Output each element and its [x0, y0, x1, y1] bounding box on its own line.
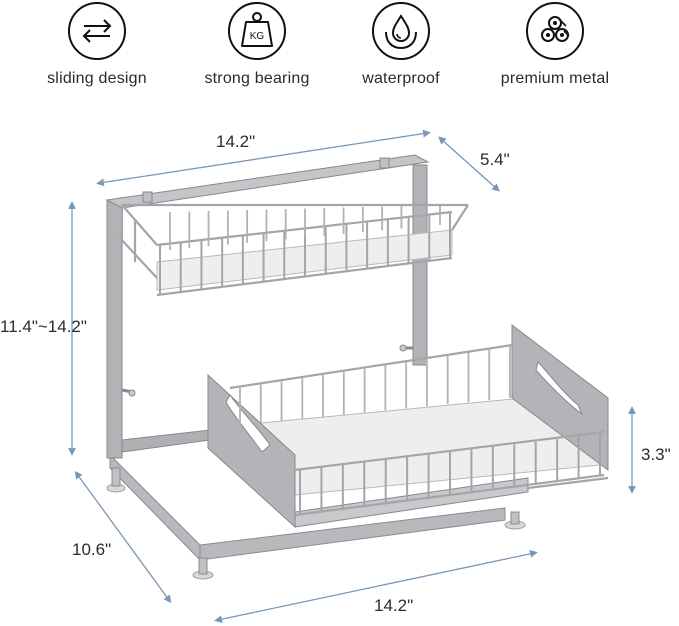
feature-label: premium metal — [500, 70, 610, 87]
feature-strong-bearing: KG strong bearing — [192, 0, 322, 88]
lower-drawer-back-bars — [239, 346, 511, 425]
arrows-swap-icon — [68, 2, 126, 60]
dim-line-top-width — [96, 129, 431, 187]
dimension-lines — [68, 129, 636, 624]
feature-label: waterproof — [362, 70, 440, 87]
feature-premium-metal: premium metal — [490, 0, 620, 88]
metal-pipes-icon — [526, 2, 584, 60]
dim-line-bottom-depth — [74, 470, 172, 604]
dim-label-basket-height: 3.3" — [641, 445, 671, 464]
kg-icon-text: KG — [250, 31, 265, 42]
dim-label-bottom-depth: 10.6" — [72, 540, 112, 559]
base-frame — [106, 453, 526, 580]
dim-line-top-depth — [438, 136, 500, 192]
dim-label-height-range: 11.4"~14.2" — [0, 317, 87, 336]
dim-label-top-width: 14.2" — [216, 132, 256, 151]
feature-label: strong bearing — [204, 70, 310, 87]
top-frame — [105, 154, 430, 209]
dim-label-bottom-width: 14.2" — [374, 596, 414, 615]
dim-label-top-depth: 5.4" — [480, 150, 510, 169]
water-drop-icon — [372, 2, 430, 60]
kg-weight-icon: KG — [228, 2, 286, 60]
upper-basket-back-bars — [169, 205, 441, 250]
lower-drawer-front-bars — [299, 434, 601, 515]
feature-waterproof: waterproof — [336, 0, 466, 88]
feature-sliding-design: sliding design — [32, 0, 162, 88]
upper-basket-front-bars — [159, 212, 451, 295]
lower-drawer — [207, 323, 609, 529]
feature-label: sliding design — [47, 70, 147, 87]
dim-line-bottom-width — [214, 549, 538, 624]
